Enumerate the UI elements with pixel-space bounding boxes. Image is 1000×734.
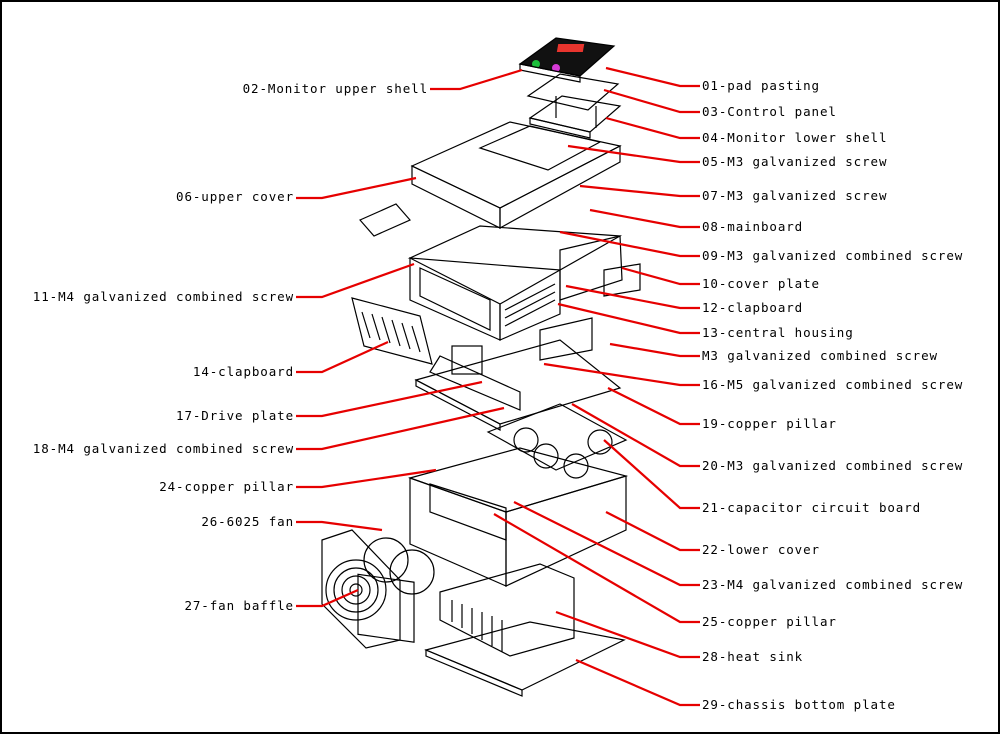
label-m5-screw-16: 16-M5 galvanized combined screw bbox=[702, 377, 964, 392]
label-m3-screw-05: 05-M3 galvanized screw bbox=[702, 154, 888, 169]
label-copper-pillar-25: 25-copper pillar bbox=[702, 614, 837, 629]
lower-cover bbox=[407, 447, 629, 587]
heat-sink bbox=[439, 563, 575, 657]
inverter-parts bbox=[321, 37, 641, 697]
label-heat-sink: 28-heat sink bbox=[702, 649, 804, 664]
label-pad-pasting: 01-pad pasting bbox=[702, 78, 820, 93]
label-m4-screw-11: 11-M4 galvanized combined screw bbox=[32, 289, 294, 304]
label-clapboard-12: 12-clapboard bbox=[702, 300, 804, 315]
upper-cover bbox=[359, 121, 622, 237]
label-copper-pillar-24: 24-copper pillar bbox=[159, 479, 294, 494]
label-control-panel: 03-Control panel bbox=[702, 104, 837, 119]
label-upper-cover: 06-upper cover bbox=[176, 189, 294, 204]
label-copper-pillar-19: 19-copper pillar bbox=[702, 416, 837, 431]
central-housing bbox=[407, 225, 641, 361]
drive-plate bbox=[414, 339, 622, 431]
label-m4-screw-18: 18-M4 galvanized combined screw bbox=[32, 441, 294, 456]
label-clapboard-14: 14-clapboard bbox=[192, 364, 294, 379]
capacitor-circuit-board bbox=[486, 403, 628, 479]
label-m3-screw-09: 09-M3 galvanized combined screw bbox=[702, 248, 964, 263]
label-fan-baffle: 27-fan baffle bbox=[184, 598, 294, 613]
label-capacitor-board: 21-capacitor circuit board bbox=[702, 500, 922, 515]
label-m3-screw-15: M3 galvanized combined screw bbox=[702, 348, 938, 363]
label-chassis-bottom-plate: 29-chassis bottom plate bbox=[702, 697, 896, 712]
label-m4-screw-23: 23-M4 galvanized combined screw bbox=[702, 577, 964, 592]
chassis-bottom-plate bbox=[424, 621, 626, 697]
label-m3-screw-07: 07-M3 galvanized screw bbox=[702, 188, 888, 203]
label-fan: 26-6025 fan bbox=[201, 514, 294, 529]
label-m3-screw-20: 20-M3 galvanized combined screw bbox=[702, 458, 964, 473]
label-mainboard: 08-mainboard bbox=[702, 219, 804, 234]
leader-lines bbox=[296, 66, 700, 707]
control-panel-stack bbox=[518, 37, 622, 139]
label-central-housing: 13-central housing bbox=[702, 325, 854, 340]
fans bbox=[321, 529, 435, 649]
label-monitor-upper-shell: 02-Monitor upper shell bbox=[242, 81, 428, 96]
label-lower-cover: 22-lower cover bbox=[702, 542, 820, 557]
label-monitor-lower-shell: 04-Monitor lower shell bbox=[702, 130, 888, 145]
label-cover-plate: 10-cover plate bbox=[702, 276, 820, 291]
clapboard bbox=[351, 297, 433, 365]
label-drive-plate: 17-Drive plate bbox=[176, 408, 294, 423]
